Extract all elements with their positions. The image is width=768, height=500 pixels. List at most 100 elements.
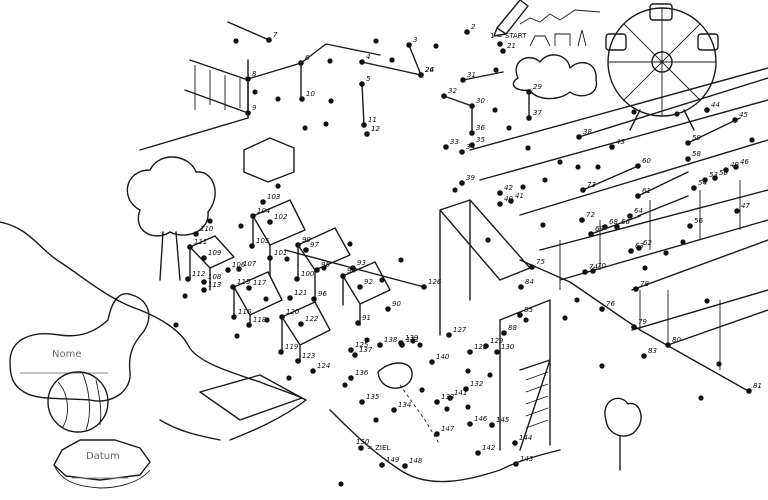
dot-number-44: 44 — [711, 101, 720, 109]
puzzle-dot-119 — [278, 349, 284, 355]
court-fence — [194, 65, 241, 110]
puzzle-dot-29 — [526, 89, 532, 95]
puzzle-dot-70 — [590, 268, 596, 274]
stair-tower — [499, 299, 551, 451]
puzzle-dot-49 — [723, 167, 729, 173]
dot-number-72: 72 — [586, 211, 595, 219]
dot-number-24: 24 — [425, 66, 434, 74]
puzzle-dot-11 — [361, 122, 367, 128]
puzzle-dot-106 — [225, 267, 231, 273]
dot-number-113: 113 — [208, 281, 221, 289]
dot-number-120: 120 — [286, 308, 300, 316]
puzzle-dot-40 — [497, 201, 503, 207]
dot-number-107: 107 — [243, 260, 257, 268]
puzzle-dot-32 — [441, 93, 447, 99]
puzzle-dot-45 — [732, 117, 738, 123]
puzzle-dot-123 — [295, 358, 301, 364]
puzzle-dot-139 — [398, 340, 404, 346]
dot-number-38: 38 — [583, 128, 592, 136]
puzzle-dot-133 — [434, 399, 440, 405]
name-label: Nome — [52, 349, 82, 360]
puzzle-dot-127 — [446, 332, 452, 338]
puzzle-dot-10 — [299, 96, 305, 102]
dot-number-84: 84 — [525, 278, 534, 286]
dot-number-100: 100 — [301, 270, 315, 278]
beach-ball — [47, 371, 109, 433]
numbered-dots: 2345678910111221242629303132333435363738… — [185, 23, 762, 469]
dot-number-29: 29 — [533, 83, 542, 91]
dot-number-130: 130 — [501, 343, 515, 351]
puzzle-dot-145 — [489, 422, 495, 428]
dot-number-148: 148 — [409, 457, 423, 465]
puzzle-dot-76 — [599, 306, 605, 312]
dot-number-56: 56 — [694, 217, 703, 225]
date-label: Datum — [86, 451, 120, 462]
dot-number-6: 6 — [305, 54, 310, 62]
puzzle-dot-54 — [691, 185, 697, 191]
puzzle-dot-33 — [443, 144, 449, 150]
dot-number-9: 9 — [252, 104, 257, 112]
dot-number-64: 64 — [634, 207, 643, 215]
water-slide — [377, 362, 413, 389]
dot-number-90: 90 — [392, 300, 401, 308]
dot-number-106: 106 — [232, 261, 246, 269]
dot-number-122: 122 — [305, 315, 319, 323]
dot-number-50: 50 — [719, 169, 728, 177]
dot-number-94: 94 — [347, 267, 356, 275]
dot-number-135: 135 — [366, 393, 380, 401]
puzzle-dot-91 — [355, 320, 361, 326]
puzzle-dot-41 — [508, 198, 514, 204]
dot-number-61: 61 — [642, 187, 651, 195]
dot-number-143: 143 — [520, 455, 533, 463]
puzzle-dot-61 — [635, 193, 641, 199]
dot-number-21: 21 — [507, 42, 516, 50]
puzzle-dot-38 — [576, 134, 582, 140]
puzzle-dot-112 — [185, 276, 191, 282]
tree-left — [126, 156, 216, 237]
slide-track — [399, 384, 441, 446]
puzzle-dot-150 — [358, 445, 364, 451]
dot-number-147: 147 — [441, 425, 455, 433]
puzzle-dot-104 — [250, 213, 256, 219]
puzzle-dot-59 — [685, 140, 691, 146]
puzzle-dot-94 — [340, 273, 346, 279]
inflatable-animal — [9, 293, 150, 402]
puzzle-dot-5 — [359, 81, 365, 87]
puzzle-dot-117 — [246, 285, 252, 291]
puzzle-dot-12 — [364, 131, 370, 137]
puzzle-dot-72 — [579, 217, 585, 223]
puzzle-dot-143 — [513, 461, 519, 467]
dot-number-115: 115 — [237, 278, 251, 286]
puzzle-dot-97 — [303, 247, 309, 253]
dot-number-110: 110 — [200, 225, 214, 233]
puzzle-dot-88 — [501, 330, 507, 336]
dot-number-129: 129 — [490, 337, 504, 345]
dot-number-99: 99 — [302, 236, 311, 244]
dot-number-134: 134 — [398, 401, 411, 409]
pool-edge — [329, 409, 561, 483]
dot-number-123: 123 — [302, 352, 315, 360]
dot-number-39: 39 — [466, 174, 475, 182]
puzzle-dot-9 — [245, 110, 251, 116]
puzzle-dot-147 — [434, 431, 440, 437]
puzzle-dot-93 — [350, 265, 356, 271]
puzzle-dot-142 — [475, 450, 481, 456]
dot-number-125: 125 — [355, 341, 369, 349]
dot-number-136: 136 — [355, 369, 369, 377]
goal-number: 150 — [356, 438, 370, 446]
dot-number-47: 47 — [741, 202, 750, 210]
dot-number-45: 45 — [739, 111, 748, 119]
tree-trunk — [159, 231, 181, 281]
dot-number-93: 93 — [357, 259, 366, 267]
dot-number-66: 66 — [621, 218, 630, 226]
dot-number-117: 117 — [253, 279, 267, 287]
dot-number-83: 83 — [648, 347, 657, 355]
scene-outlines — [0, 0, 768, 489]
puzzle-dot-90 — [385, 306, 391, 312]
puzzle-dot-100 — [294, 276, 300, 282]
puzzle-dot-99 — [295, 242, 301, 248]
goal-label: = ZIEL — [367, 444, 390, 452]
dot-number-58: 58 — [692, 150, 701, 158]
tree-bottom — [604, 397, 642, 471]
